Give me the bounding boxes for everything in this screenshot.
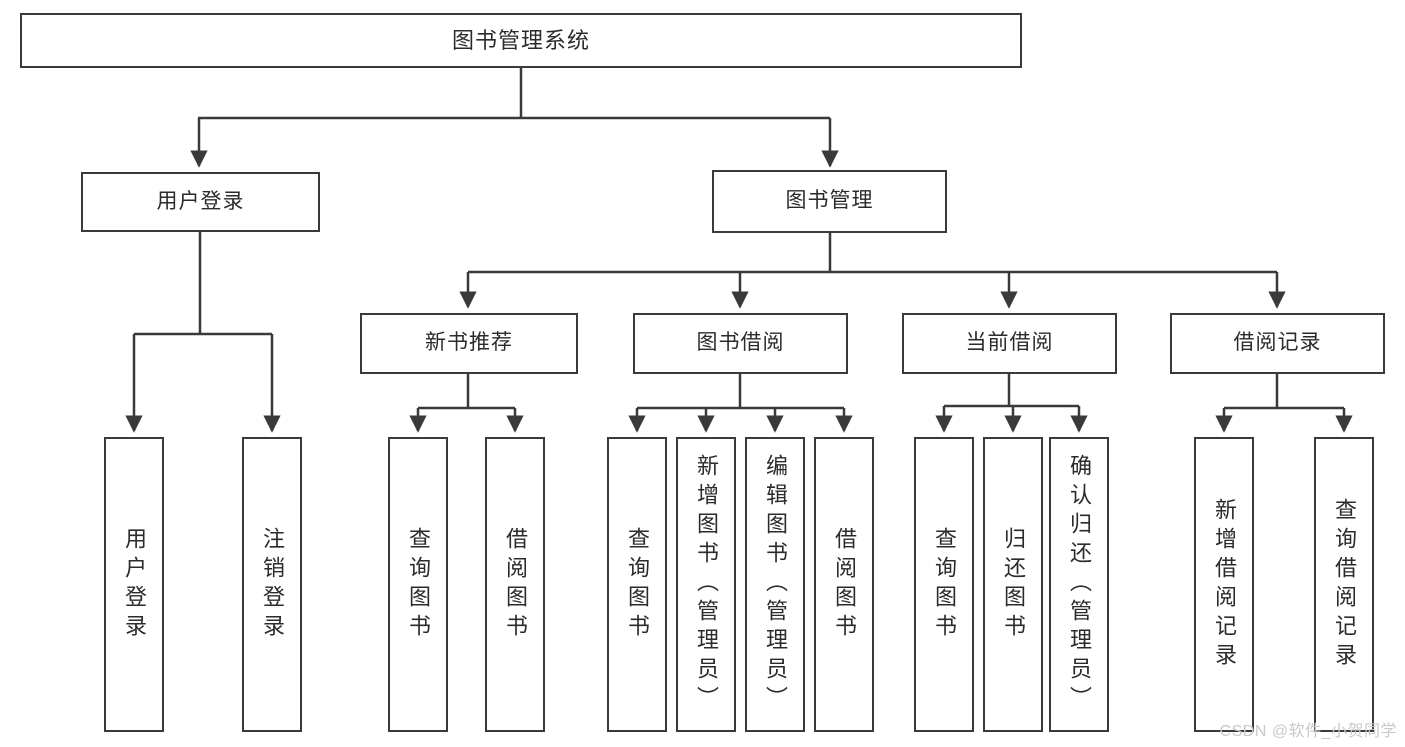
node-book-manage[interactable]: 图书管理 xyxy=(712,170,947,233)
leaf-query-record-label: 查询借阅记录 xyxy=(1332,497,1357,672)
leaf-borrow-book-2-label: 借阅图书 xyxy=(832,526,857,643)
leaf-query-book-3-label: 查询图书 xyxy=(932,526,957,643)
leaf-user-login[interactable]: 用户登录 xyxy=(104,437,164,732)
node-user-login-label: 用户登录 xyxy=(156,189,245,213)
leaf-edit-book[interactable]: 编辑图书（管理员） xyxy=(745,437,805,732)
leaf-query-book-1[interactable]: 查询图书 xyxy=(388,437,448,732)
leaf-edit-book-label: 编辑图书（管理员） xyxy=(763,454,788,715)
leaf-query-book-2-label: 查询图书 xyxy=(625,526,650,643)
leaf-return-book-label: 归还图书 xyxy=(1001,526,1026,643)
node-user-login[interactable]: 用户登录 xyxy=(81,172,320,232)
node-new-book-recommend[interactable]: 新书推荐 xyxy=(360,313,578,374)
leaf-borrow-book-1[interactable]: 借阅图书 xyxy=(485,437,545,732)
leaf-return-book[interactable]: 归还图书 xyxy=(983,437,1043,732)
leaf-query-book-1-label: 查询图书 xyxy=(406,526,431,643)
leaf-borrow-book-2[interactable]: 借阅图书 xyxy=(814,437,874,732)
node-book-borrow[interactable]: 图书借阅 xyxy=(633,313,848,374)
node-new-book-recommend-label: 新书推荐 xyxy=(425,331,513,355)
leaf-add-record-label: 新增借阅记录 xyxy=(1212,497,1237,672)
node-current-borrow-label: 当前借阅 xyxy=(965,331,1054,355)
leaf-logout-login-label: 注销登录 xyxy=(260,526,285,643)
node-borrow-record-label: 借阅记录 xyxy=(1233,331,1322,355)
node-book-manage-label: 图书管理 xyxy=(785,189,874,213)
leaf-logout-login[interactable]: 注销登录 xyxy=(242,437,302,732)
node-root-label: 图书管理系统 xyxy=(451,27,590,53)
leaf-add-book-label: 新增图书（管理员） xyxy=(694,454,719,715)
leaf-add-record[interactable]: 新增借阅记录 xyxy=(1194,437,1254,732)
node-root[interactable]: 图书管理系统 xyxy=(20,13,1022,68)
watermark: CSDN @软件_小贺同学 xyxy=(1219,723,1397,740)
leaf-query-record[interactable]: 查询借阅记录 xyxy=(1314,437,1374,732)
leaf-borrow-book-1-label: 借阅图书 xyxy=(503,526,528,643)
node-borrow-record[interactable]: 借阅记录 xyxy=(1170,313,1385,374)
node-book-borrow-label: 图书借阅 xyxy=(696,331,785,355)
leaf-confirm-return[interactable]: 确认归还（管理员） xyxy=(1049,437,1109,732)
leaf-query-book-3[interactable]: 查询图书 xyxy=(914,437,974,732)
leaf-user-login-label: 用户登录 xyxy=(122,526,147,643)
leaf-add-book[interactable]: 新增图书（管理员） xyxy=(676,437,736,732)
node-current-borrow[interactable]: 当前借阅 xyxy=(902,313,1117,374)
leaf-query-book-2[interactable]: 查询图书 xyxy=(607,437,667,732)
leaf-confirm-return-label: 确认归还（管理员） xyxy=(1067,454,1092,715)
